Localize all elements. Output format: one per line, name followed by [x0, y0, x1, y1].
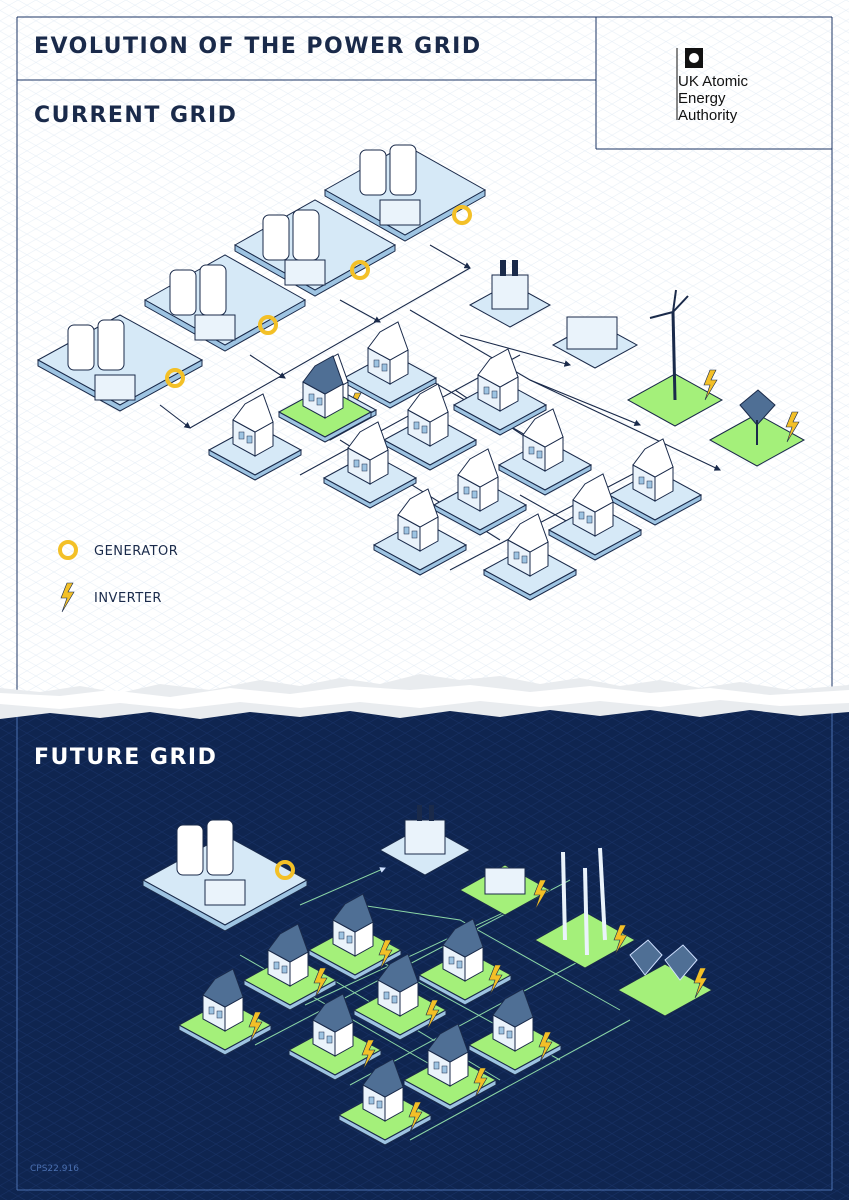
- logo-text-line-3: Authority: [678, 107, 738, 124]
- current-grid-title: CURRENT GRID: [34, 103, 238, 128]
- future-frame: [16, 710, 833, 1191]
- logo-text-line-1: UK Atomic: [678, 73, 749, 90]
- ukaea-logo: UK Atomic Energy Authority: [596, 17, 832, 149]
- future-grid-title: FUTURE GRID: [34, 745, 218, 770]
- inverter-icon: [378, 939, 393, 971]
- inverter-icon: [693, 967, 708, 999]
- house: [452, 348, 548, 436]
- house: [547, 473, 643, 561]
- house: [207, 393, 303, 481]
- house: [342, 321, 438, 409]
- solar-panel: [708, 389, 806, 467]
- power-plant-1: [36, 314, 204, 412]
- inverter-icon: [533, 879, 548, 911]
- current-grid-diagram: [36, 144, 806, 613]
- inverter-icon: [488, 964, 503, 996]
- inverter-icon: [361, 1039, 376, 1071]
- house: [482, 513, 578, 601]
- house: [467, 988, 563, 1076]
- crest-icon: [676, 48, 703, 120]
- house: [607, 438, 703, 526]
- power-plant-2: [143, 254, 307, 352]
- power-plant-4: [323, 144, 487, 242]
- future-solar-farm: [616, 939, 714, 1017]
- battery-storage: [458, 864, 552, 916]
- house: [417, 918, 513, 1006]
- house: [242, 923, 338, 1011]
- house: [287, 993, 383, 1081]
- inverter-icon: [248, 1011, 263, 1043]
- legend-inverter-icon: [60, 582, 75, 613]
- current-frame: [16, 16, 833, 700]
- house: [177, 968, 273, 1056]
- future-houses: [177, 879, 708, 1146]
- factory: [468, 260, 552, 328]
- generator-icon: [275, 860, 295, 880]
- power-plant-3: [233, 199, 397, 297]
- house: [307, 893, 403, 981]
- page-title: EVOLUTION OF THE POWER GRID: [34, 34, 482, 59]
- warehouse: [551, 316, 639, 369]
- inverter-icon: [473, 1067, 488, 1099]
- document-code: CPS22.916: [30, 1164, 79, 1174]
- legend-generator-label: GENERATOR: [94, 544, 179, 559]
- house: [432, 448, 528, 536]
- future-grid-diagram: [141, 805, 714, 1146]
- house: [322, 421, 418, 509]
- houses-current: [207, 321, 703, 601]
- generator-icon: [165, 205, 472, 388]
- house: [337, 1058, 433, 1146]
- legend-generator-icon: [58, 540, 78, 560]
- inverter-icon: [313, 967, 328, 999]
- inverter-icon: [425, 999, 440, 1031]
- logo-text-line-2: Energy: [678, 90, 726, 107]
- inverter-icon: [408, 1101, 423, 1133]
- house: [497, 408, 593, 496]
- inverter-icon: [538, 1031, 553, 1063]
- house: [277, 355, 373, 443]
- inverter-icon: [613, 924, 628, 956]
- legend-inverter-label: INVERTER: [94, 591, 162, 606]
- house: [402, 1023, 498, 1111]
- house: [372, 488, 468, 576]
- wind-farm: [533, 847, 637, 969]
- wind-turbine: [626, 289, 724, 427]
- future-power-plant: [141, 819, 309, 932]
- house: [352, 953, 448, 1041]
- future-factory: [378, 805, 472, 876]
